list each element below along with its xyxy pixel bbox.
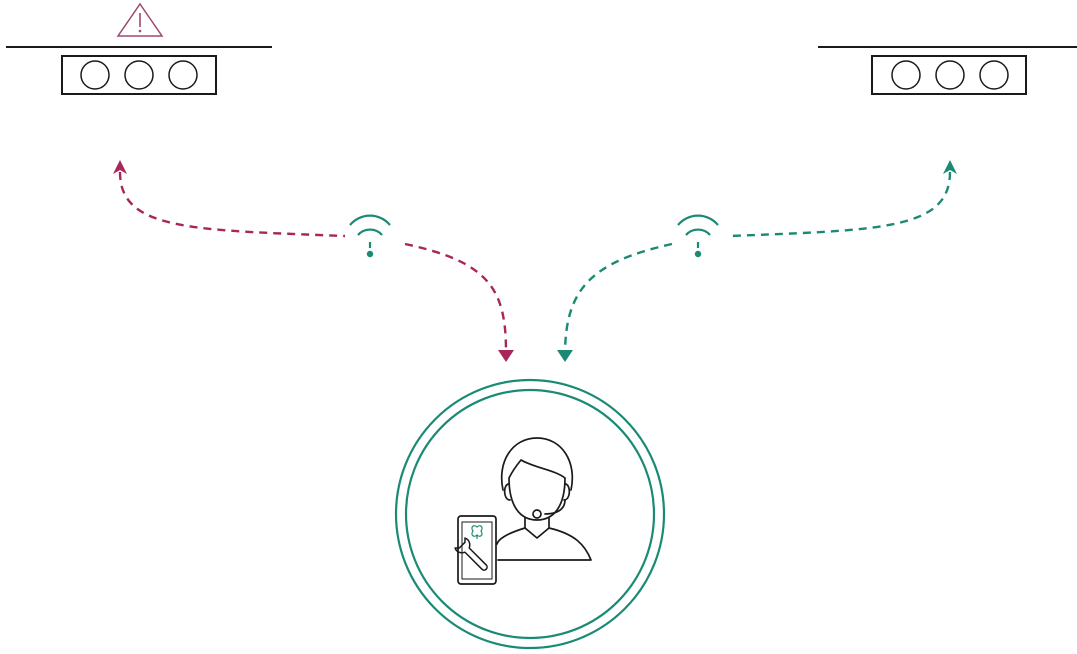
warning-triangle-icon — [118, 4, 162, 36]
right-link — [557, 160, 957, 362]
left-link-upper-path — [120, 172, 345, 236]
left-link — [113, 160, 514, 362]
smartphone-icon — [455, 516, 496, 584]
right-device — [818, 47, 1077, 94]
left-device — [6, 4, 272, 94]
right-link-arrow-down — [557, 350, 573, 362]
wifi-icon — [350, 216, 390, 258]
wifi-icon — [678, 216, 718, 258]
right-link-upper-path — [730, 172, 950, 236]
left-link-arrow-up — [113, 160, 127, 174]
support-agent-icon — [497, 438, 591, 560]
right-link-arrow-up — [943, 160, 957, 174]
operator-inner-ring — [406, 390, 654, 638]
left-link-arrow-down — [498, 350, 514, 362]
right-link-lower-path — [565, 244, 672, 352]
operator-outer-ring — [396, 380, 664, 648]
operator — [396, 380, 664, 648]
left-link-lower-path — [405, 244, 506, 352]
